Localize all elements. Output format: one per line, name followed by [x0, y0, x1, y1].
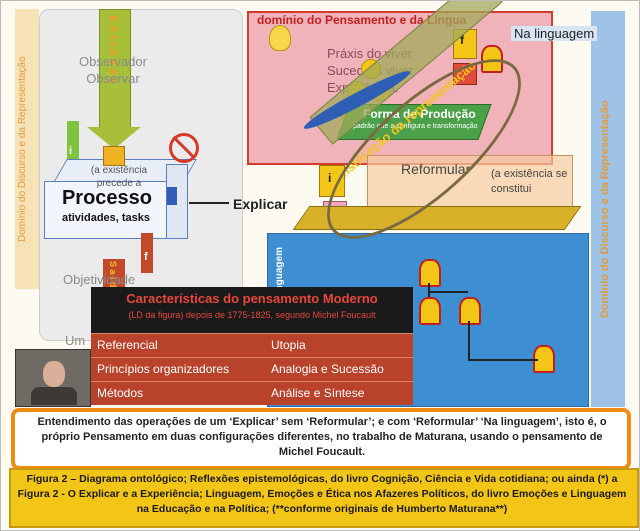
process-subtitle: atividades, tasks	[61, 212, 151, 224]
info-f-arrow	[141, 233, 153, 273]
info-i-box-label: i	[328, 171, 332, 185]
explicar-label: Explicar	[233, 196, 288, 212]
table-cell-left: Princípios organizadores	[97, 362, 230, 376]
forma-producao-sublabel: padrão que a configura e transformação	[353, 123, 478, 130]
gold-cube-icon	[103, 146, 125, 166]
na-linguagem-label: Na linguagem	[511, 26, 598, 41]
tree-connector	[468, 321, 470, 361]
process-title: Processo	[61, 187, 153, 209]
table-subtitle: (LD da figura) depois de 1775-1825, segu…	[128, 310, 376, 320]
existence-constitui-text: (a existência se constitui	[491, 168, 568, 195]
table-row: Princípios organizadores Analogia e Suce…	[91, 357, 413, 381]
table-cell-left: Métodos	[97, 386, 144, 400]
table-cell-right: Utopia	[271, 338, 306, 352]
um-label: Um	[65, 333, 86, 348]
process-cube-front	[44, 181, 168, 239]
existence-precedes-text: (a existência precede a	[90, 165, 148, 189]
prohibited-icon	[169, 133, 199, 163]
process-cube-inlet	[167, 187, 177, 205]
left-domain-panel	[15, 9, 39, 289]
figure-icon	[419, 297, 441, 325]
figure-caption: Figura 2 – Diagrama ontológico; Reflexõe…	[17, 473, 627, 515]
reformular-box	[367, 155, 573, 207]
red-cube-icon	[453, 63, 477, 85]
saidas-label: S a í d a s	[108, 261, 118, 303]
info-i-arrow	[67, 121, 79, 159]
explicar-arrow	[189, 202, 229, 204]
info-i-label: i	[69, 145, 73, 157]
pensamento-title: domínio do Pensamento e da Língua	[257, 13, 467, 27]
right-domain-label: Domínio do Discurso e da Representação	[599, 100, 611, 318]
table-cell-right: Analogia e Sucessão	[271, 362, 384, 376]
figure-icon	[419, 259, 441, 287]
presenter-body	[31, 387, 77, 405]
tree-connector	[468, 359, 538, 361]
info-f-box	[453, 29, 477, 59]
info-f-top-label: f	[460, 33, 464, 47]
entradas-arrow-head	[87, 127, 141, 149]
table-title: Características do pensamento Moderno	[126, 291, 378, 306]
table-cell-left: Referencial	[97, 338, 158, 352]
info-i-box	[319, 165, 345, 197]
objetividade-label: Objetividade	[63, 272, 136, 287]
left-domain-label: Domínio do Discurso e da Representação	[17, 56, 28, 242]
entradas-label: E n t r a d a s	[107, 15, 119, 84]
tree-connector	[428, 291, 468, 293]
process-cube-side	[166, 164, 188, 239]
forma-producao-label: Forma de Produção	[363, 107, 476, 121]
figure-icon	[481, 45, 503, 73]
info-f-label: f	[144, 251, 148, 263]
table-row: Métodos Análise e Síntese	[91, 381, 413, 405]
table-row: Referencial Utopia	[91, 333, 413, 357]
lightbulb-icon	[269, 25, 291, 51]
characteristics-table	[91, 287, 413, 333]
tree-connector	[428, 283, 430, 297]
table-cell-right: Análise e Síntese	[271, 386, 365, 400]
caption-main: Entendimento das operações de um ‘Explic…	[37, 416, 607, 458]
figure-icon	[459, 297, 481, 325]
figure-caption-box	[9, 468, 639, 528]
observador-label: Observador Observar	[79, 54, 147, 86]
presenter-head	[43, 361, 65, 387]
reformular-label: Reformular	[401, 161, 471, 177]
right-domain-panel	[591, 11, 625, 407]
